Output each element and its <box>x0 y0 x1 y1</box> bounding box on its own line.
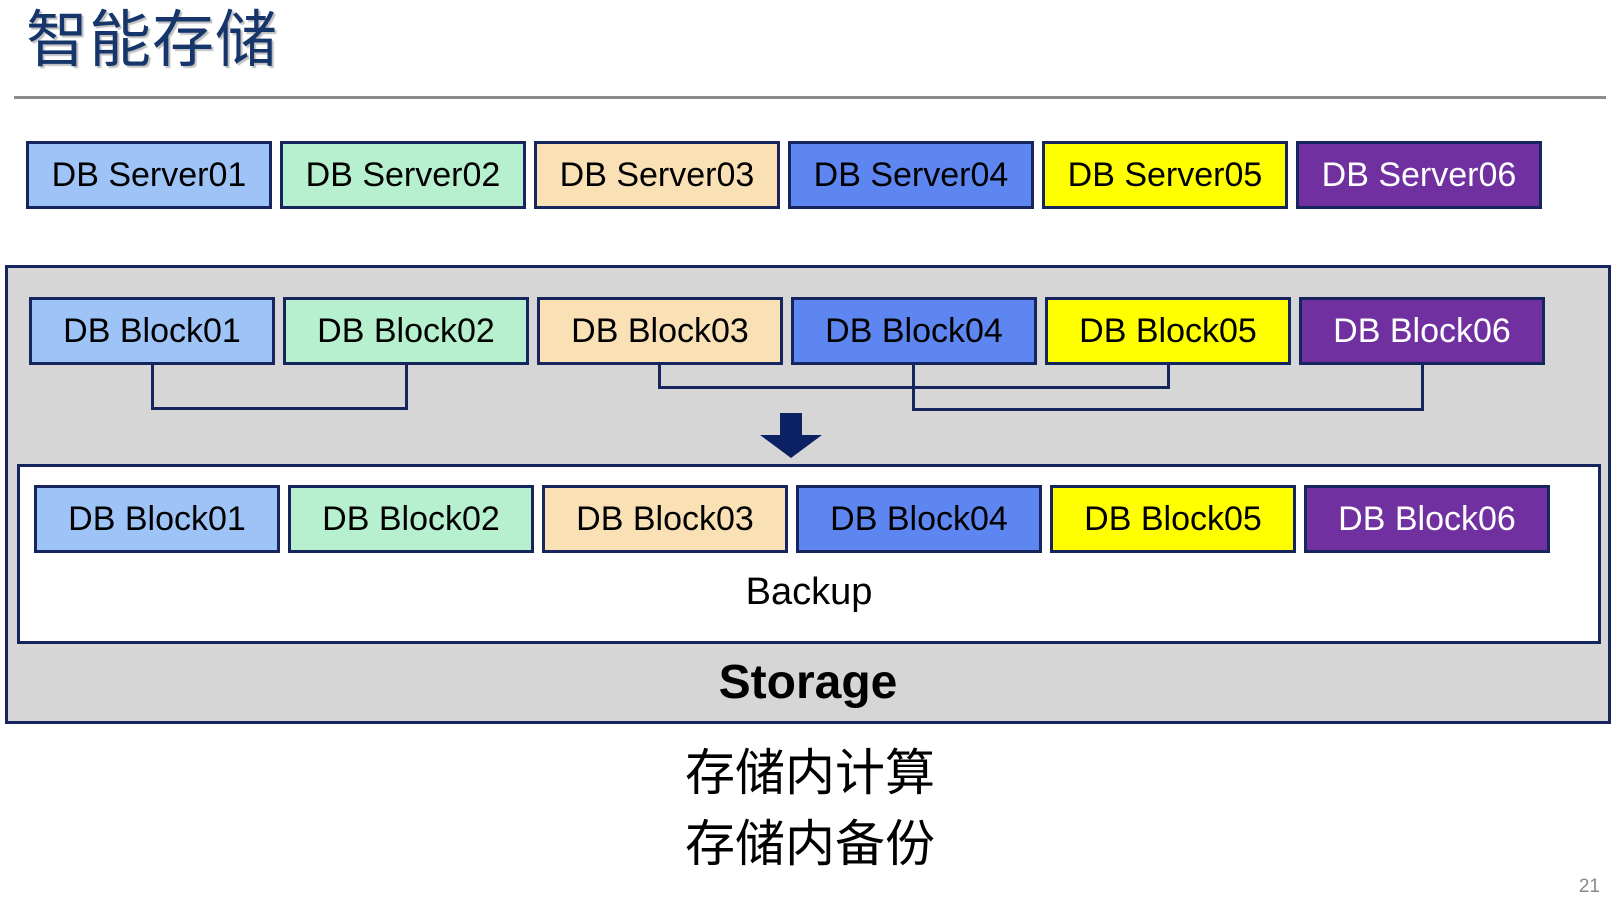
connector-line <box>151 365 154 410</box>
connector-line <box>1167 365 1170 389</box>
connector-line <box>1421 365 1424 411</box>
connector-line <box>912 408 1424 411</box>
page-number: 21 <box>1578 876 1600 897</box>
db-server-box[interactable]: DB Server05 <box>1042 141 1288 209</box>
db-server-box[interactable]: DB Server06 <box>1296 141 1542 209</box>
page-title: 智能存储 <box>26 6 279 75</box>
connector-line <box>658 365 661 389</box>
db-block-box[interactable]: DB Block05 <box>1045 297 1291 365</box>
storage-container: DB Block01 DB Block02 DB Block03 DB Bloc… <box>5 265 1611 724</box>
db-block-box[interactable]: DB Block06 <box>1299 297 1545 365</box>
caption-block: 存储内计算 存储内备份 <box>0 738 1620 880</box>
db-block-box[interactable]: DB Block01 <box>34 485 280 553</box>
db-block-box[interactable]: DB Block02 <box>283 297 529 365</box>
connector-line <box>151 407 408 410</box>
backup-panel: DB Block01 DB Block02 DB Block03 DB Bloc… <box>17 464 1601 644</box>
db-block-box[interactable]: DB Block04 <box>796 485 1042 553</box>
down-arrow-icon <box>760 413 822 458</box>
storage-label: Storage <box>718 656 898 709</box>
connector-line <box>405 365 408 410</box>
caption-line: 存储内计算 <box>685 745 935 801</box>
db-block-box[interactable]: DB Block03 <box>542 485 788 553</box>
db-server-box[interactable]: DB Server04 <box>788 141 1034 209</box>
db-server-box[interactable]: DB Server01 <box>26 141 272 209</box>
db-block-box[interactable]: DB Block01 <box>29 297 275 365</box>
db-block-box[interactable]: DB Block06 <box>1304 485 1550 553</box>
db-server-box[interactable]: DB Server02 <box>280 141 526 209</box>
db-block-box[interactable]: DB Block03 <box>537 297 783 365</box>
db-block-box[interactable]: DB Block05 <box>1050 485 1296 553</box>
caption-line: 存储内备份 <box>685 816 935 872</box>
db-server-box[interactable]: DB Server03 <box>534 141 780 209</box>
connector-line <box>912 365 915 411</box>
db-block-box[interactable]: DB Block04 <box>791 297 1037 365</box>
db-block-box[interactable]: DB Block02 <box>288 485 534 553</box>
backup-label: Backup <box>745 571 873 613</box>
title-divider <box>14 96 1606 99</box>
